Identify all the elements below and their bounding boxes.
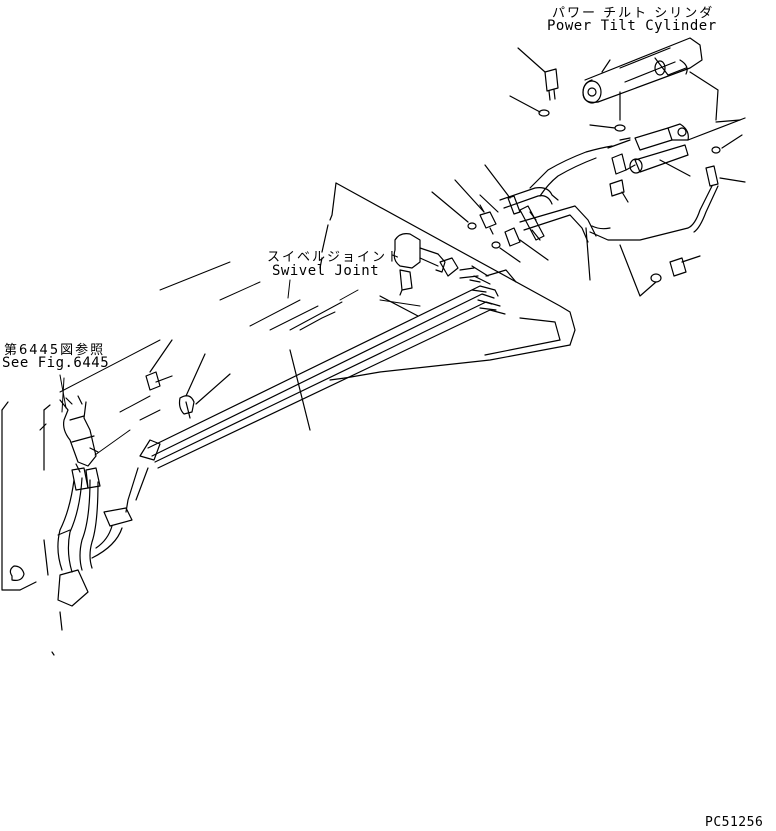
- boom-frame: [319, 182, 576, 381]
- left-valve: [39, 395, 99, 473]
- fittings-mid: [431, 179, 549, 263]
- swivel-joint: [393, 233, 517, 296]
- drawing-code: PC51256: [705, 815, 764, 830]
- swivel-joint-label-jp: スイベルジョイント: [267, 250, 403, 265]
- fig-ref-label-jp: 第6445図参照: [4, 343, 106, 358]
- clamp-left: [145, 339, 231, 419]
- swivel-joint-label-en: Swivel Joint: [272, 263, 380, 279]
- bolt-lower-right: [585, 227, 701, 297]
- label-leaders: [59, 279, 291, 413]
- tilt-tube: [519, 205, 597, 243]
- power-tilt-cylinder: [582, 37, 703, 104]
- left-base: [1, 401, 89, 656]
- elbow-fitting: [607, 117, 746, 151]
- power-tilt-cylinder-label-en: Power Tilt Cylinder: [547, 18, 717, 34]
- power-tilt-cylinder-label-jp: パワー チルト シリンダ: [552, 6, 715, 21]
- left-hoses: [57, 439, 161, 573]
- o-ring-2: [711, 146, 721, 154]
- upper-hose: [479, 145, 613, 215]
- hose-right: [589, 144, 746, 241]
- fig-ref-label-en: See Fig.6445: [2, 355, 110, 371]
- cylinder-leaders: [619, 71, 741, 141]
- bolt-top: [509, 47, 559, 117]
- extension-lines: [57, 261, 421, 536]
- o-ring-1: [614, 124, 626, 132]
- boom-tubes: [147, 279, 506, 469]
